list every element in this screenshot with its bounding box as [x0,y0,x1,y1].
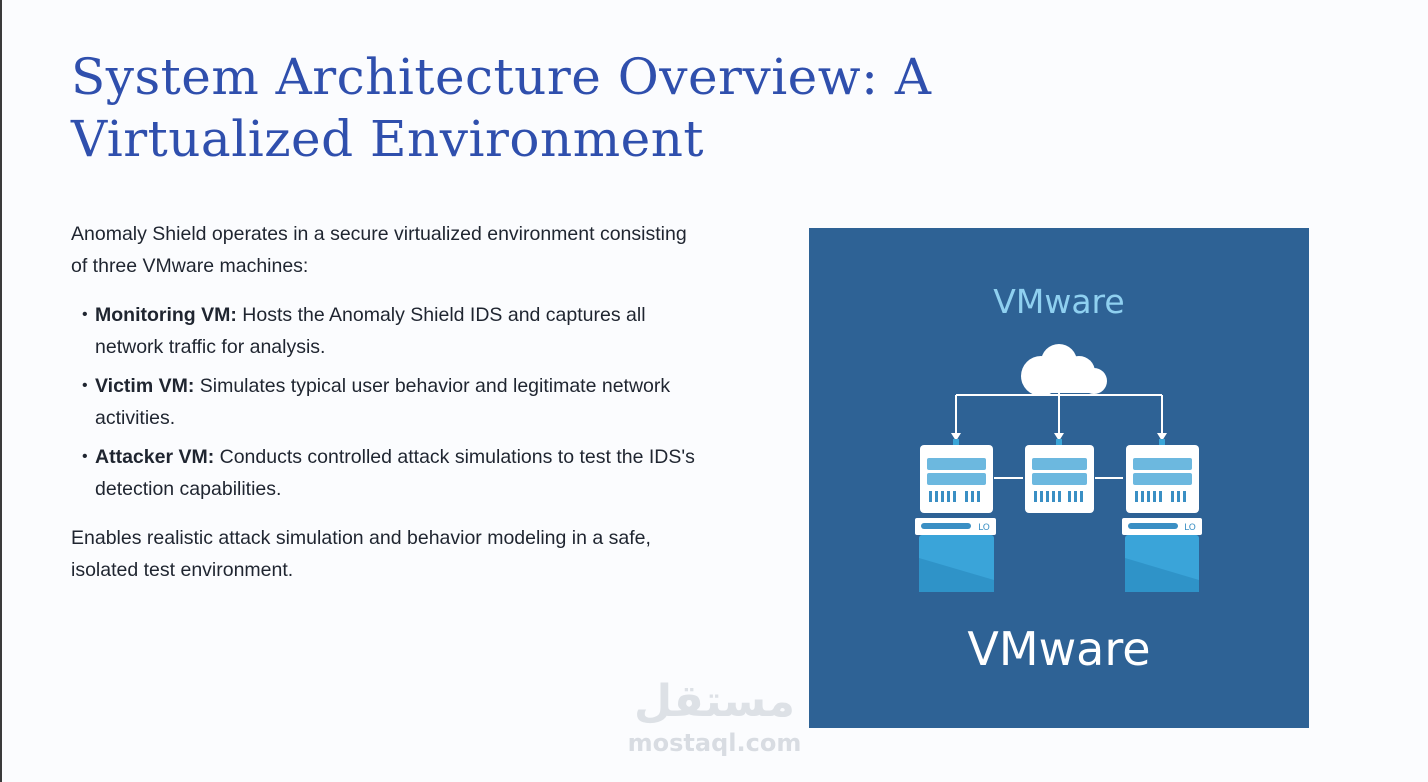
mostaql-watermark: مستقل mostaql.com [622,676,807,771]
watermark-latin: mostaql.com [627,729,802,757]
list-item-attacker-vm: • Attacker VM: Conducts controlled attack… [71,441,696,505]
bullet-icon: • [82,448,88,465]
bullet-icon: • [82,377,88,394]
vmware-illustration: VMware [809,228,1309,728]
bullet-label: Attacker VM: [95,446,215,468]
page-title: System Architecture Overview: A Virtuali… [71,48,932,168]
server-icon-right: LO [1122,445,1202,592]
server-icon-left: LO [915,445,996,592]
bullet-text: Hosts the Anomaly Shield IDS and capture… [95,304,646,358]
server-icon-center [1025,445,1094,513]
cloud-icon [1021,344,1107,396]
watermark-arabic: مستقل [634,676,795,727]
bullet-label: Victim VM: [95,375,195,397]
closing-paragraph: Enables realistic attack simulation and … [71,527,651,581]
bullet-text: Conducts controlled attack simulations t… [95,446,695,500]
list-item-victim-vm: • Victim VM: Simulates typical user behav… [71,370,696,434]
vmware-bottom-label: VMware [967,622,1150,676]
vm-list: • Monitoring VM: Hosts the Anomaly Shield… [71,299,696,505]
bullet-text: Simulates typical user behavior and legi… [95,375,671,429]
content-block: Anomaly Shield operates in a secure virt… [71,218,696,586]
list-item-monitoring-vm: • Monitoring VM: Hosts the Anomaly Shield… [71,299,696,363]
bullet-label: Monitoring VM: [95,304,237,326]
intro-paragraph: Anomaly Shield operates in a secure virt… [71,223,687,277]
server-tag-left: LO [978,523,990,533]
left-edge-rule [0,0,2,782]
vmware-top-label: VMware [993,282,1124,321]
network-lines [955,391,1163,479]
server-tag-right: LO [1184,523,1196,533]
bullet-icon: • [82,306,88,323]
